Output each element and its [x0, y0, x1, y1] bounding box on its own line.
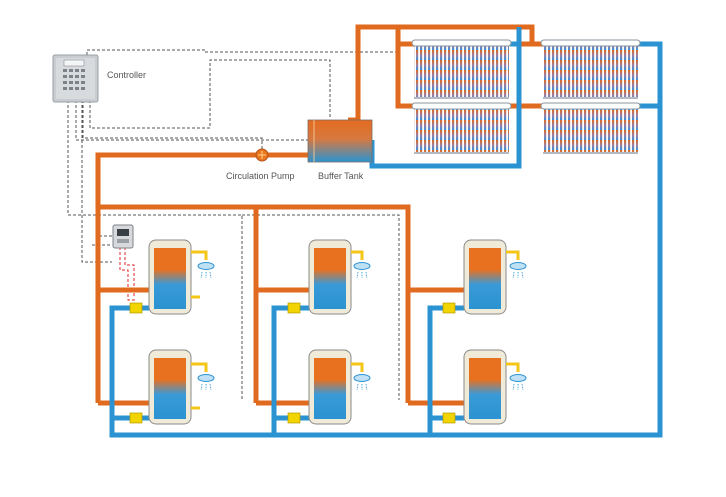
storage-tank-1	[148, 239, 208, 315]
shower-head-6	[509, 374, 527, 391]
controller-label: Controller	[107, 70, 146, 80]
solar-collector-3	[411, 102, 512, 154]
room-thermostat	[112, 224, 134, 249]
storage-tank-3	[463, 239, 520, 315]
circulation-pump	[255, 148, 269, 162]
circulation-pump-label: Circulation Pump	[226, 171, 295, 181]
shower-head-1	[197, 262, 215, 279]
shower-heads	[197, 262, 527, 391]
storage-tank-5	[308, 349, 364, 425]
storage-tank-4	[148, 349, 208, 425]
solar-collector-1	[411, 39, 512, 99]
pipe-valves	[129, 302, 456, 424]
controller-unit	[52, 54, 99, 103]
valve-5	[442, 302, 456, 314]
storage-tank-2	[308, 239, 364, 315]
sensor-wiring	[119, 247, 136, 301]
shower-head-3	[509, 262, 527, 279]
valve-3	[287, 302, 301, 314]
solar-collector-2	[540, 39, 641, 99]
valve-6	[442, 412, 456, 424]
storage-tank-6	[463, 349, 520, 425]
buffer-tank-label: Buffer Tank	[318, 171, 364, 181]
storage-tanks	[148, 239, 520, 425]
valve-2	[129, 412, 143, 424]
buffer-tank	[307, 119, 373, 163]
control-wiring	[67, 44, 401, 400]
valve-1	[129, 302, 143, 314]
solar-collector-4	[540, 102, 641, 154]
shower-head-5	[353, 374, 371, 391]
valve-4	[287, 412, 301, 424]
shower-head-4	[197, 374, 215, 391]
shower-head-2	[353, 262, 371, 279]
solar-collector-array	[411, 39, 641, 154]
